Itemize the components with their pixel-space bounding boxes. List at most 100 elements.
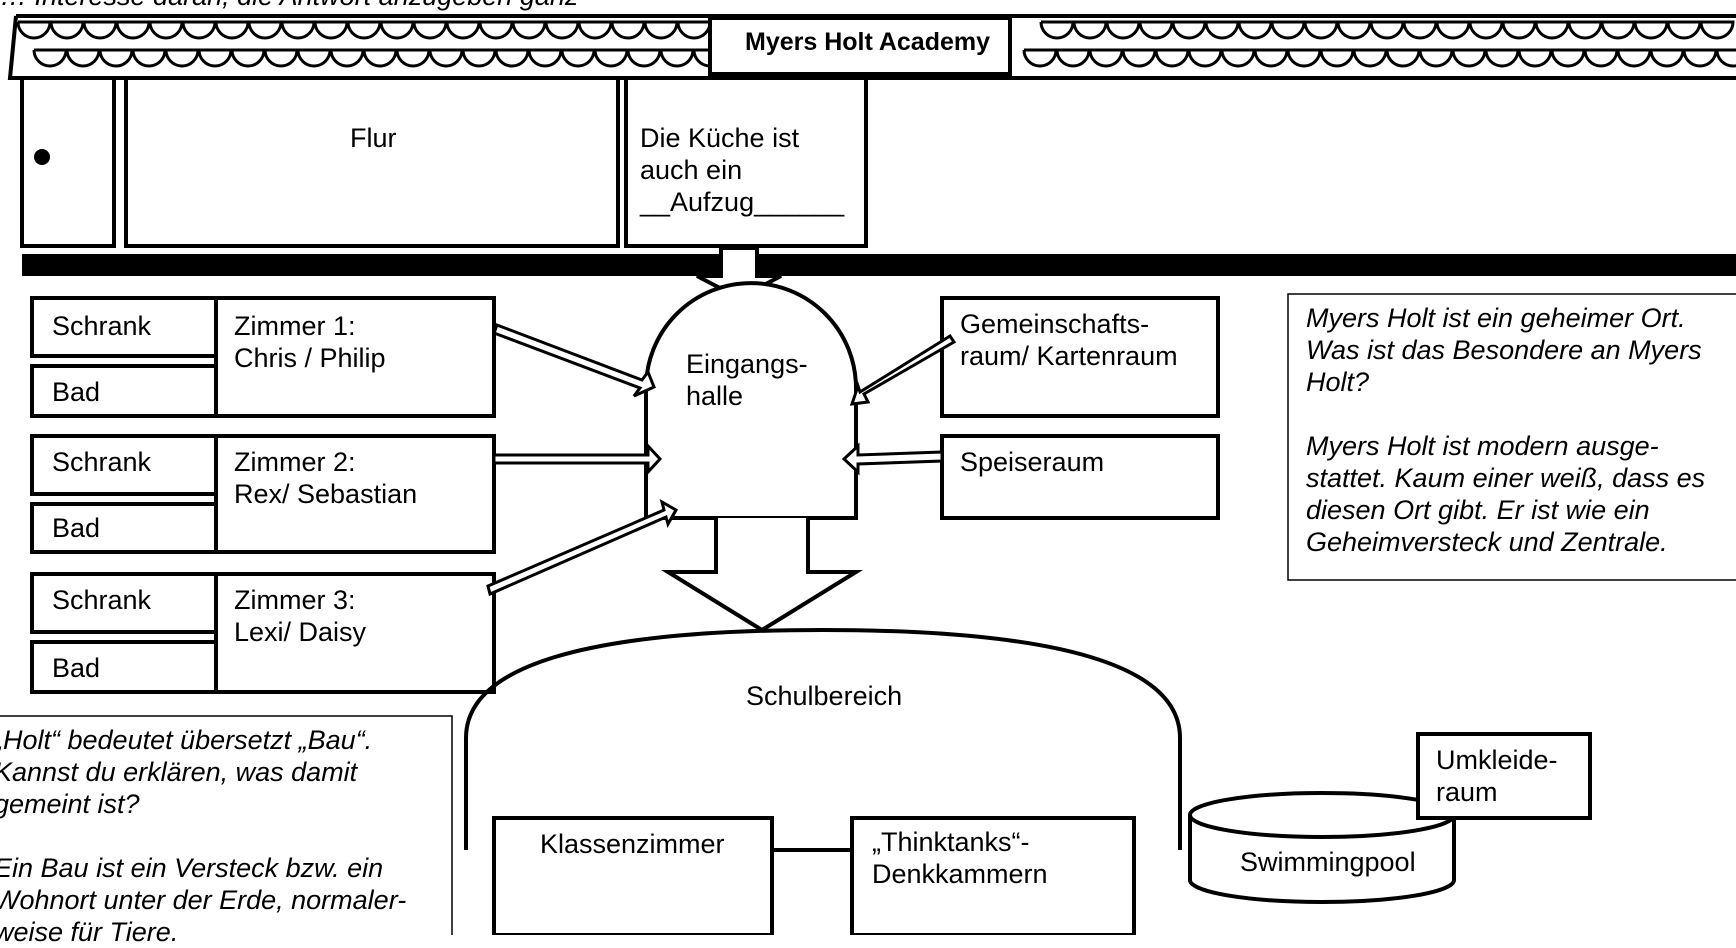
roof-tile	[544, 20, 580, 40]
roof-tile	[1237, 20, 1273, 40]
roof-tile	[1649, 48, 1685, 68]
roof-tile	[49, 20, 85, 40]
room-label-2: Zimmer 2: Rex/ Sebastian	[234, 447, 418, 509]
note-right-frame	[1287, 293, 1736, 581]
school-arrow	[660, 518, 864, 633]
roof-tile	[263, 48, 299, 68]
divider-bar	[22, 254, 1736, 276]
entrance-hall-shape	[644, 281, 858, 520]
roof-tile	[511, 20, 547, 40]
pool-label: Swimmingpool	[1240, 847, 1416, 877]
roof-tile	[197, 48, 233, 68]
common-room-box	[940, 296, 1220, 418]
dining-room-box	[940, 434, 1220, 520]
roof-tile	[494, 48, 530, 68]
roof-tile	[1088, 48, 1124, 68]
roof-tile	[1039, 20, 1075, 40]
roof-tile	[1682, 48, 1718, 68]
roof-tile	[461, 48, 497, 68]
top-instruction: … Interesse daran, die Antwort anzugeben…	[0, 0, 578, 12]
roof-tile	[32, 48, 68, 68]
roof-tile	[1055, 48, 1091, 68]
roof-tile	[1105, 20, 1141, 40]
roof-tile	[643, 20, 679, 40]
roof-tiles	[16, 20, 1736, 68]
thinktanks-label: „Thinktanks“- Denkkammern	[872, 827, 1048, 889]
roof-tile	[1352, 48, 1388, 68]
roof-tile	[82, 20, 118, 40]
roof-tile	[1138, 20, 1174, 40]
classroom-label: Klassenzimmer	[540, 829, 725, 859]
room-label-3: Zimmer 3: Lexi/ Daisy	[234, 585, 367, 647]
roof-tile	[395, 48, 431, 68]
note-left: „Holt“ bedeutet übersetzt „Bau“. Kannst …	[0, 725, 407, 947]
school-area-outline	[464, 627, 1182, 850]
roof-tile	[1171, 20, 1207, 40]
roof-tile	[1336, 20, 1372, 40]
note-left-frame	[0, 715, 453, 935]
roof-tile	[610, 20, 646, 40]
roof-tile	[329, 48, 365, 68]
classroom-box	[492, 816, 774, 935]
roof-tile	[1567, 20, 1603, 40]
flur-label: Flur	[350, 123, 397, 153]
roof-tile	[65, 48, 101, 68]
roof-tile	[1600, 20, 1636, 40]
kitchen-box	[624, 76, 868, 248]
roof-tile	[131, 48, 167, 68]
common-room-label: Gemeinschafts- raum/ Kartenraum	[960, 309, 1178, 371]
roof-tile	[1418, 48, 1454, 68]
roof-tile	[1550, 48, 1586, 68]
roof-tile	[1286, 48, 1322, 68]
roof-tile	[626, 48, 662, 68]
roof-tile	[1022, 48, 1058, 68]
roof-tile	[577, 20, 613, 40]
closet-label-1: Schrank	[52, 311, 152, 341]
bath-label-2: Bad	[52, 513, 101, 543]
roof-tile	[1666, 20, 1702, 40]
thinktanks-box	[850, 816, 1136, 935]
roof-tile	[659, 48, 695, 68]
roof-tile	[1270, 20, 1306, 40]
note-right: Myers Holt ist ein geheimer Ort. Was ist…	[1306, 303, 1706, 557]
roof-tile	[676, 20, 712, 40]
arrow-common	[849, 333, 957, 406]
roof-tile	[1187, 48, 1223, 68]
roof-tile	[1484, 48, 1520, 68]
roof-tile	[1154, 48, 1190, 68]
roof-tile	[1072, 20, 1108, 40]
roof-tile	[346, 20, 382, 40]
roof-tile	[313, 20, 349, 40]
roof-tile	[1303, 20, 1339, 40]
roof-tile	[1583, 48, 1619, 68]
room-block-1	[30, 296, 496, 418]
roof-tile	[1220, 48, 1256, 68]
roof-tile	[527, 48, 563, 68]
roof-tile	[280, 20, 316, 40]
roof-tile	[1715, 48, 1736, 68]
bath-label-1: Bad	[52, 377, 101, 407]
roof-tile	[247, 20, 283, 40]
room-block-2	[30, 434, 496, 554]
roof-tile	[214, 20, 250, 40]
roof-tile	[1501, 20, 1537, 40]
roof-tile	[296, 48, 332, 68]
roof-tile	[1468, 20, 1504, 40]
roof-tile	[1253, 48, 1289, 68]
roof-tile	[428, 48, 464, 68]
kitchen-label: Die Küche ist auch ein __Aufzug______	[640, 123, 845, 217]
roof-tile	[412, 20, 448, 40]
roof-tile	[1517, 48, 1553, 68]
bath-label-3: Bad	[52, 653, 101, 683]
roof-tile	[1699, 20, 1735, 40]
roof-tile	[1319, 48, 1355, 68]
roof-tile	[1534, 20, 1570, 40]
roof-tile	[1451, 48, 1487, 68]
swimming-pool	[1188, 791, 1456, 904]
changing-room-label: Umkleide- raum	[1436, 745, 1558, 807]
arrow-dining	[841, 442, 944, 476]
roof-tile	[478, 20, 514, 40]
roof-tile	[1435, 20, 1471, 40]
